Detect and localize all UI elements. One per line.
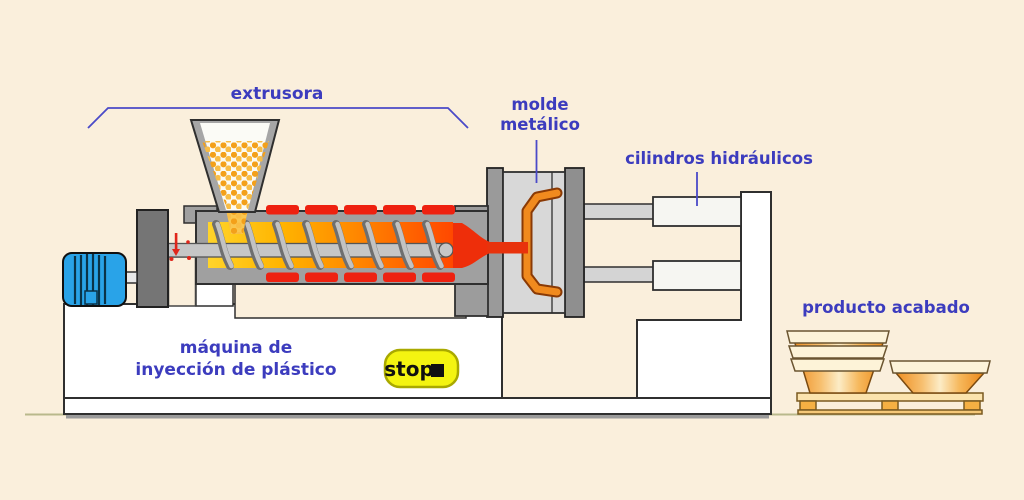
bowl-single-rim xyxy=(889,360,991,374)
hopper xyxy=(189,119,281,234)
pellet-stream xyxy=(226,209,248,234)
nozzle xyxy=(453,223,490,268)
gearbox xyxy=(136,209,169,308)
motor-terminal-box xyxy=(84,290,98,305)
hopper-pellets xyxy=(202,141,269,209)
label-maquina-line2: inyección de plástico xyxy=(135,360,336,380)
motor-housing xyxy=(62,252,127,307)
label-extrusora: extrusora xyxy=(231,84,324,104)
bottom-cylinder xyxy=(652,260,742,291)
screw-flights xyxy=(215,221,444,269)
top-rod xyxy=(583,203,656,220)
label-molde-line2: metálico xyxy=(500,115,580,134)
label-producto: producto acabado xyxy=(802,298,970,317)
body-recess xyxy=(234,282,467,319)
stop-button-label[interactable]: stop xyxy=(384,357,434,381)
pallet-bottom-board xyxy=(797,409,983,415)
motor-shaft xyxy=(125,271,138,284)
finished-products xyxy=(786,330,991,415)
heater-bands xyxy=(266,205,455,282)
label-cilindros: cilindros hidráulicos xyxy=(625,149,813,168)
pallet-blocks xyxy=(799,400,981,411)
extrusora-bracket xyxy=(87,107,469,129)
label-molde-line1: molde xyxy=(511,95,568,114)
clamp-frame xyxy=(636,191,772,399)
barrel-support xyxy=(195,283,234,307)
bowl-stack-rims xyxy=(786,330,890,372)
shaft-gap xyxy=(167,256,197,307)
metal-mold xyxy=(486,167,585,318)
stop-button[interactable]: stop xyxy=(383,348,460,389)
screw-tip xyxy=(438,242,454,258)
motor xyxy=(62,252,138,307)
pallet-top-board xyxy=(796,392,984,402)
hydraulic-cylinders xyxy=(583,196,742,291)
moving-platen xyxy=(564,167,585,318)
rotation-marks xyxy=(169,233,191,261)
stop-square-icon[interactable] xyxy=(431,364,444,377)
label-maquina-line1: máquina de xyxy=(180,338,292,358)
machine-base-skid xyxy=(63,397,772,415)
extruder-barrel xyxy=(167,205,528,285)
stop-button-background[interactable] xyxy=(383,348,460,389)
sprue-channel xyxy=(487,242,528,254)
bowl-single-body xyxy=(894,372,986,394)
bottom-rod xyxy=(583,266,656,283)
